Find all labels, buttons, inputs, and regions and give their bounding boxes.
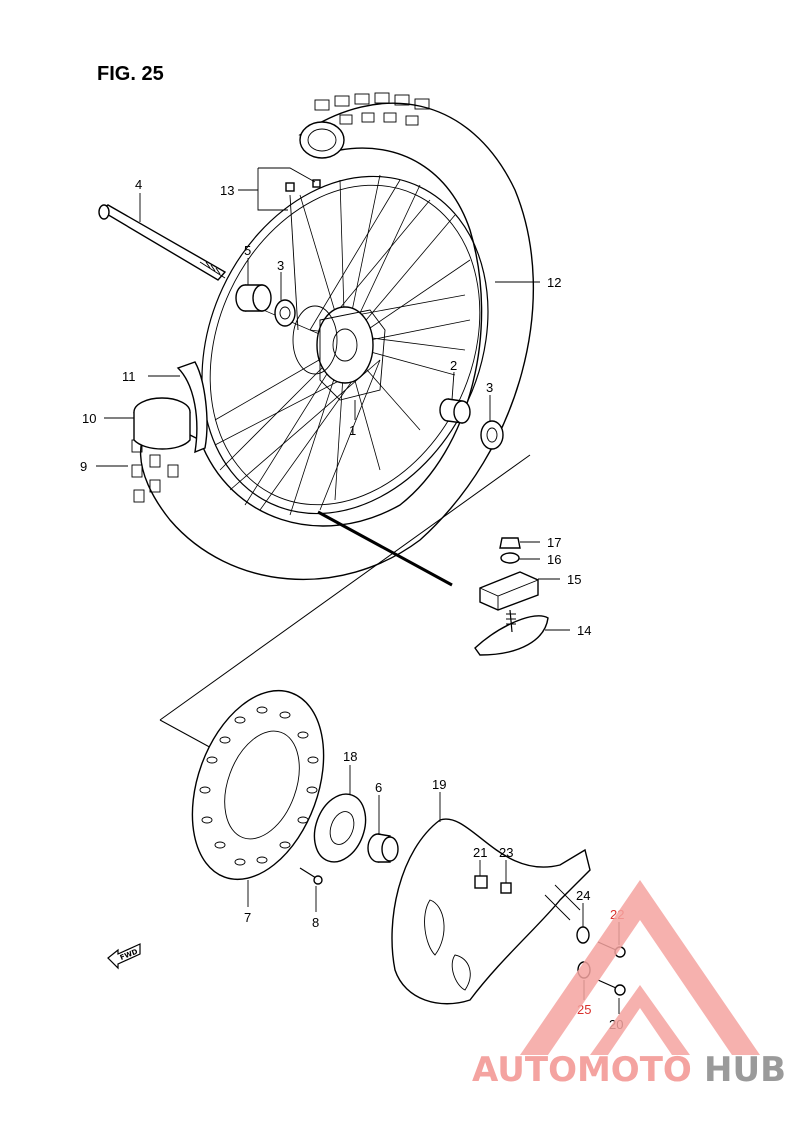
figure-title: FIG. 25 — [97, 63, 164, 85]
spacer-2 — [439, 398, 471, 424]
label-19: 19 — [432, 777, 446, 792]
spacer-6 — [367, 833, 399, 863]
label-9: 9 — [80, 459, 87, 474]
tyre-tread — [131, 92, 430, 503]
label-2: 2 — [450, 358, 457, 373]
label-1: 1 — [349, 423, 356, 438]
rim-lock-14 — [474, 609, 549, 656]
collar-23 — [500, 882, 512, 894]
washer-16 — [500, 552, 520, 564]
label-17: 17 — [547, 535, 561, 550]
label-11: 11 — [122, 369, 136, 384]
disc-cover-18 — [313, 793, 367, 863]
label-5: 5 — [244, 243, 251, 258]
spacer-5 — [235, 284, 272, 312]
tyre-12 — [139, 102, 535, 581]
fwd-label: FWD — [119, 948, 139, 962]
rim-lock-block-15 — [479, 571, 539, 611]
hub-1 — [316, 306, 374, 384]
bearing-3-left — [274, 299, 296, 327]
label-10: 10 — [82, 411, 96, 426]
label-13: 13 — [220, 183, 234, 198]
label-23: 23 — [499, 845, 513, 860]
watermark-text-primary: AUTOMOTO — [472, 1050, 692, 1090]
assembly-guide-lines — [159, 454, 531, 751]
axle-4 — [98, 204, 227, 281]
label-18: 18 — [343, 749, 357, 764]
label-8: 8 — [312, 915, 319, 930]
wheel-assembly — [131, 92, 535, 581]
label-6: 6 — [375, 780, 382, 795]
leader-lines — [96, 167, 620, 1014]
watermark-logo: AUTOMOTO HUB — [472, 880, 786, 1090]
label-7: 7 — [244, 910, 251, 925]
brake-disc-7 — [191, 689, 325, 881]
washer-24 — [576, 926, 590, 944]
spoke-nipple-13 — [285, 179, 321, 331]
label-21: 21 — [473, 845, 487, 860]
watermark-text-secondary: HUB — [704, 1050, 786, 1090]
label-24: 24 — [576, 888, 590, 903]
bolt-20 — [597, 979, 626, 996]
rim-band-11 — [176, 361, 208, 454]
collar-21 — [474, 875, 488, 889]
watermark-triangle-icon — [520, 880, 760, 1055]
label-15: 15 — [567, 572, 581, 587]
label-12: 12 — [547, 275, 561, 290]
label-14: 14 — [577, 623, 591, 638]
disc-guard-19 — [391, 818, 591, 1005]
bearing-3-right — [480, 420, 504, 450]
label-3-right: 3 — [486, 380, 493, 395]
nut-17 — [499, 537, 521, 549]
label-3-left: 3 — [277, 258, 284, 273]
tyre-section-top — [299, 121, 345, 159]
tube-10 — [133, 397, 191, 450]
label-16: 16 — [547, 552, 561, 567]
bolt-8 — [299, 867, 323, 885]
label-4: 4 — [135, 177, 142, 192]
fwd-arrow-icon: FWD — [107, 943, 141, 970]
